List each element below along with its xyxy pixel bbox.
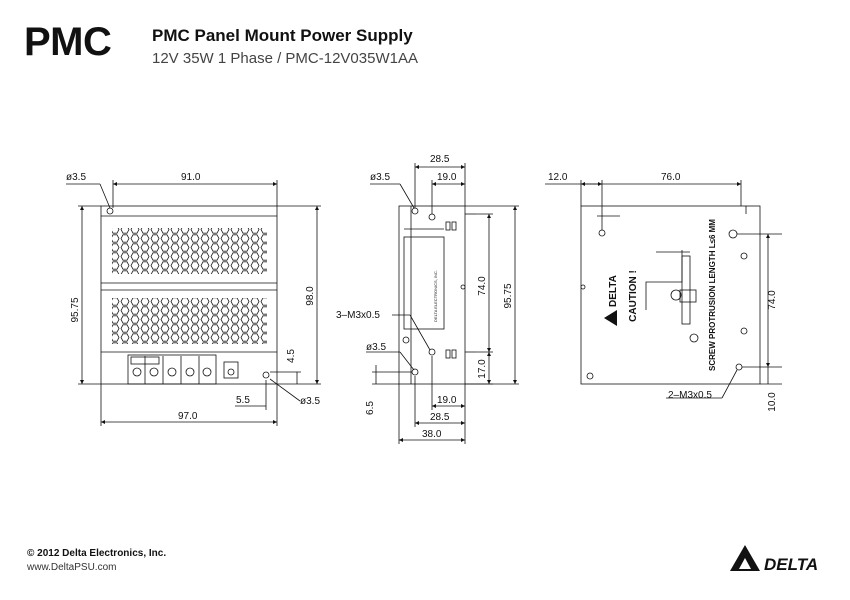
front-height-left: 95.75 <box>70 297 81 322</box>
back-height-740: 74.0 <box>767 290 778 310</box>
side-height-9575: 95.75 <box>503 283 514 308</box>
side-hole-dia-mid: ø3.5 <box>366 342 386 353</box>
mount-hole <box>735 363 743 371</box>
side-width-285-top: 28.5 <box>430 154 450 165</box>
back-view-labels: 12.0 76.0 74.0 10.0 2–M3x0.5 CAUTION ! S… <box>548 172 778 412</box>
brand-title: PMC <box>24 20 112 64</box>
mount-hole <box>411 368 419 376</box>
mount-hole <box>740 252 748 260</box>
adjust-pot <box>223 361 239 379</box>
front-offset-55: 5.5 <box>236 395 250 406</box>
side-height-740: 74.0 <box>477 276 488 296</box>
terminal-screw <box>202 367 212 377</box>
terminal-screw <box>185 367 195 377</box>
side-width-190-top: 19.0 <box>437 172 457 183</box>
side-offset-65: 6.5 <box>365 401 376 415</box>
terminal-screw <box>149 367 159 377</box>
front-width-top: 91.0 <box>181 172 201 183</box>
footer-logo-text: DELTA <box>764 555 818 573</box>
front-offset-small: 4.5 <box>286 349 297 363</box>
side-hole-dia-top: ø3.5 <box>370 172 390 183</box>
mount-hole <box>460 284 466 290</box>
mount-hole <box>106 207 114 215</box>
mount-hole <box>740 327 748 335</box>
mount-hole <box>728 229 738 239</box>
side-label-area <box>403 236 445 330</box>
back-screw-note: SCREW PROTRUSION LENGTH L≤6 MM <box>708 219 717 371</box>
side-width-190-bottom: 19.0 <box>437 395 457 406</box>
top-vent-grid <box>112 228 267 274</box>
front-height-right: 98.0 <box>305 286 316 306</box>
copyright-text: © 2012 Delta Electronics, Inc. <box>27 548 167 559</box>
back-brand-mark: DELTA <box>608 275 619 307</box>
mount-hole <box>598 229 606 237</box>
back-offset-100: 10.0 <box>767 392 778 412</box>
terminal-block <box>127 354 217 385</box>
front-view <box>66 180 321 426</box>
side-view <box>366 163 519 444</box>
page-subtitle: 12V 35W 1 Phase / PMC-12V035W1AA <box>152 50 418 67</box>
terminal-screw <box>167 367 177 377</box>
front-width-bottom: 97.0 <box>178 411 198 422</box>
front-view-labels: ø3.5 91.0 95.75 98.0 4.5 5.5 ø3.5 97.0 <box>66 172 320 422</box>
mount-hole <box>428 213 436 221</box>
mount-hole <box>580 284 586 290</box>
mount-hole <box>428 348 436 356</box>
back-body-outline <box>580 205 761 385</box>
side-label-text: DELTA ELECTRONICS, INC. <box>433 270 438 322</box>
side-width-285-bottom: 28.5 <box>430 412 450 423</box>
mount-hole <box>689 333 699 343</box>
side-height-170: 17.0 <box>477 359 488 379</box>
terminal-screw <box>132 367 142 377</box>
front-hole-dia-bottom: ø3.5 <box>300 396 320 407</box>
back-caution-text: CAUTION ! <box>628 270 639 322</box>
back-offset-120: 12.0 <box>548 172 568 183</box>
delta-triangle-icon <box>604 310 617 326</box>
page-title: PMC Panel Mount Power Supply <box>152 26 413 45</box>
back-view <box>545 180 782 399</box>
back-screw-label: 2–M3x0.5 <box>668 390 712 401</box>
side-screw-label: 3–M3x0.5 <box>336 310 380 321</box>
bottom-vent-grid <box>112 298 267 344</box>
mount-hole <box>262 371 270 379</box>
mount-hole <box>411 207 419 215</box>
mount-hole <box>586 372 594 380</box>
back-width-760: 76.0 <box>661 172 681 183</box>
website-link[interactable]: www.DeltaPSU.com <box>27 562 117 573</box>
back-delta-mark: DELTA <box>604 275 619 326</box>
delta-logo: DELTA <box>730 545 818 573</box>
mount-hole <box>402 336 410 344</box>
side-width-380: 38.0 <box>422 429 442 440</box>
front-hole-dia-top: ø3.5 <box>66 172 86 183</box>
side-view-labels: 28.5 ø3.5 19.0 3–M3x0.5 ø3.5 74.0 95.75 … <box>336 154 514 440</box>
